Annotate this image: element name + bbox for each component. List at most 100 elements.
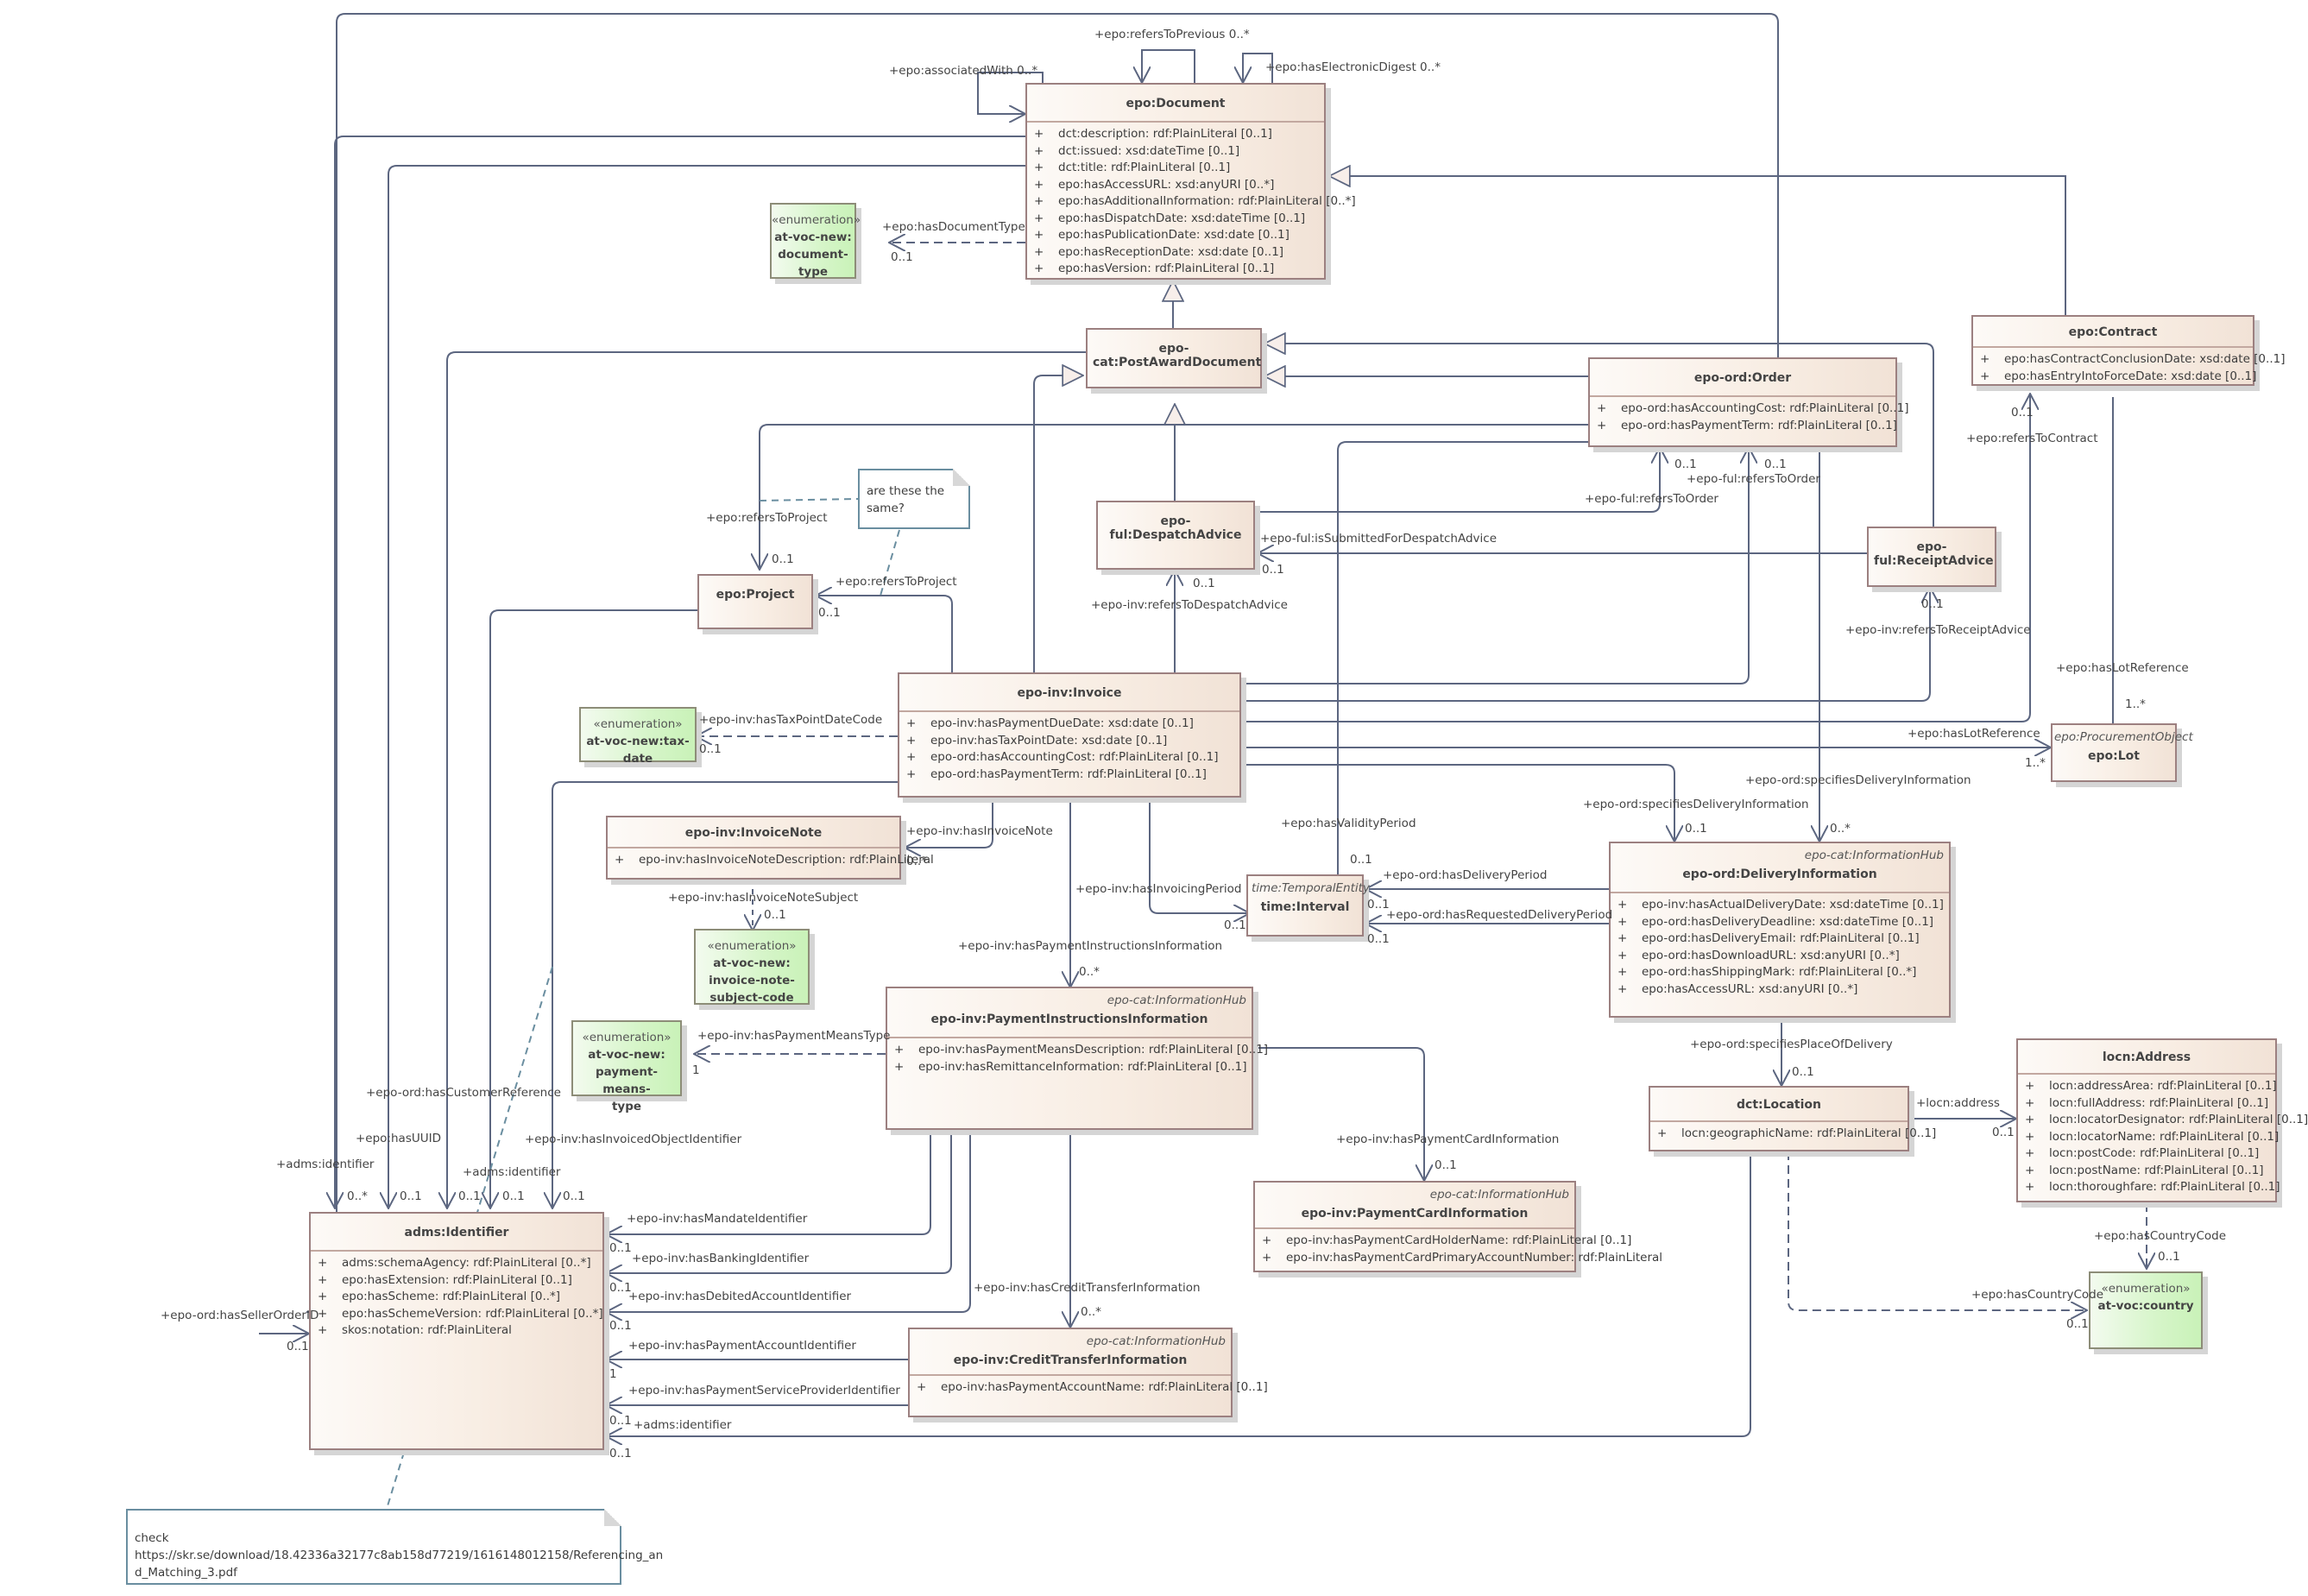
class-locn-address[interactable]: locn:Address +locn:addressArea: rdf:Plai… [2016, 1038, 2308, 1203]
class-title: epo-inv:PaymentInstructionsInformation [930, 1012, 1208, 1026]
class-title: epo:Lot [2088, 749, 2140, 763]
attribute: +epo-inv:hasPaymentDueDate: xsd:date [0.… [906, 716, 1194, 730]
mult-label: 0..1 [1193, 577, 1215, 590]
attribute: +dct:title: rdf:PlainLiteral [0..1] [1034, 161, 1231, 174]
class-credit-transfer[interactable]: epo-cat:InformationHub epo-inv:CreditTra… [908, 1328, 1268, 1417]
class-despatch-advice[interactable]: epo-ful:DespatchAdvice [1096, 501, 1255, 570]
attribute: +locn:thoroughfare: rdf:PlainLiteral [0.… [2025, 1180, 2280, 1194]
class-stereotype: epo:ProcurementObject [2054, 730, 2193, 744]
enum-name: at-voc-new: [713, 956, 791, 970]
label-banking-identifier: +epo-inv:hasBankingIdentifier [632, 1252, 810, 1265]
note-text: https://skr.se/download/18.42336a32177c8… [135, 1549, 664, 1562]
attribute-list: +epo-inv:hasPaymentDueDate: xsd:date [0.… [899, 710, 1239, 790]
enum-tax-date[interactable]: «enumeration» at-voc-new:tax-date [579, 707, 697, 766]
note-text: are these the [867, 484, 945, 498]
connector-invoice-receipt [1241, 587, 1930, 702]
note-check-link[interactable]: check https://skr.se/download/18.42336a3… [126, 1509, 664, 1585]
attribute: +epo-inv:hasInvoiceNoteDescription: rdf:… [615, 853, 934, 867]
enum-stereotype: «enumeration» [582, 1031, 672, 1044]
label-refers-to-receipt: +epo-inv:refersToReceiptAdvice [1845, 623, 2031, 637]
attribute: +epo-ord:hasAccountingCost: rdf:PlainLit… [906, 750, 1219, 764]
label-invoicing-period: +epo-inv:hasInvoicingPeriod [1075, 882, 1242, 896]
class-payment-card[interactable]: epo-cat:InformationHub epo-inv:PaymentCa… [1253, 1181, 1662, 1272]
label-refers-to-project: +epo:refersToProject [836, 575, 957, 589]
class-title: adms:Identifier [404, 1226, 509, 1240]
attribute: +epo-ord:hasShippingMark: rdf:PlainLiter… [1617, 965, 1917, 979]
connector-order-project [760, 424, 1588, 570]
attribute: +epo-ord:hasDeliveryDeadline: xsd:dateTi… [1617, 914, 1934, 929]
mult-label: 0..1 [1350, 853, 1372, 867]
attribute: +adms:schemaAgency: rdf:PlainLiteral [0.… [318, 1256, 591, 1270]
mult-label: 0..* [1079, 965, 1100, 979]
mult-label: 0..1 [818, 606, 841, 620]
enum-name: at-voc:country [2097, 1299, 2194, 1313]
connector-order-validity [1338, 441, 1588, 913]
label-debited-account-identifier: +epo-inv:hasDebitedAccountIdentifier [628, 1290, 852, 1303]
class-time-interval[interactable]: time:TemporalEntity time:Interval [1246, 874, 1370, 937]
label-adms-identifier: +adms:identifier [634, 1418, 732, 1432]
connector-doc-uuid [388, 165, 1025, 1208]
attribute: +epo-inv:hasPaymentMeansDescription: rdf… [894, 1043, 1269, 1057]
class-title: epo-inv:InvoiceNote [684, 826, 823, 840]
attribute: +skos:notation: rdf:PlainLiteral [318, 1323, 512, 1337]
class-postaward-document[interactable]: epo-cat:PostAwardDocument [1086, 328, 1262, 388]
class-delivery-information[interactable]: epo-cat:InformationHub epo-ord:DeliveryI… [1609, 842, 1951, 1018]
connector-debited-identifier [606, 1129, 971, 1312]
enum-name: subject-code [709, 991, 794, 1005]
mult-label: 0..1 [1921, 597, 1944, 611]
attribute: +epo-inv:hasRemittanceInformation: rdf:P… [894, 1059, 1247, 1074]
attribute: +epo:hasAdditionalInformation: rdf:Plain… [1034, 194, 1356, 208]
attribute: +epo-inv:hasPaymentAccountName: rdf:Plai… [917, 1380, 1268, 1394]
attribute: +locn:postCode: rdf:PlainLiteral [0..1] [2025, 1146, 2260, 1160]
label-adms-identifier: +adms:identifier [276, 1158, 375, 1171]
class-epo-lot[interactable]: epo:ProcurementObject epo:Lot [2051, 723, 2193, 782]
enum-payment-means-type[interactable]: «enumeration» at-voc-new: payment-means-… [571, 1020, 682, 1113]
enum-invoice-note-subject[interactable]: «enumeration» at-voc-new: invoice-note- … [694, 929, 810, 1005]
attribute: +epo-inv:hasPaymentCardHolderName: rdf:P… [1262, 1233, 1632, 1247]
mult-label: 1 [609, 1367, 617, 1381]
note-text: d_Matching_3.pdf [135, 1566, 237, 1580]
class-dct-location[interactable]: dct:Location +locn:geographicName: rdf:P… [1649, 1086, 1936, 1151]
attribute: +epo:hasDispatchDate: xsd:dateTime [0..1… [1034, 211, 1306, 225]
class-epo-contract[interactable]: epo:Contract +epo:hasContractConclusionD… [1971, 315, 2286, 386]
mult-label: 0..1 [609, 1281, 632, 1295]
class-epo-ord-order[interactable]: epo-ord:Order +epo-ord:hasAccountingCost… [1588, 357, 1909, 447]
class-adms-identifier[interactable]: adms:Identifier +adms:schemaAgency: rdf:… [309, 1212, 604, 1450]
attribute-list: +epo-ord:hasAccountingCost: rdf:PlainLit… [1590, 395, 1909, 441]
attribute: +epo:hasContractConclusionDate: xsd:date… [1980, 352, 2286, 366]
class-receipt-advice[interactable]: epo-ful:ReceiptAdvice [1867, 527, 1996, 587]
class-invoice-note[interactable]: epo-inv:InvoiceNote +epo-inv:hasInvoiceN… [606, 816, 934, 880]
enum-name: invoice-note- [709, 974, 795, 987]
class-epo-project[interactable]: epo:Project [697, 574, 813, 629]
class-epo-inv-invoice[interactable]: epo-inv:Invoice +epo-inv:hasPaymentDueDa… [898, 672, 1241, 798]
connector-postaward-customerref [447, 351, 1086, 1208]
label-refers-to-previous: +epo:refersToPrevious 0..* [1094, 28, 1250, 41]
mult-label: 0..1 [764, 908, 786, 922]
mult-label: 0..* [1081, 1305, 1101, 1319]
attribute: +epo-ord:hasDownloadURL: xsd:anyURI [0..… [1617, 948, 1900, 962]
mult-label: 0..1 [1992, 1126, 2015, 1139]
label-seller-order-id: +epo-ord:hasSellerOrderID [161, 1309, 319, 1322]
connector-frame-top [336, 13, 1779, 1312]
mult-label: 0..1 [1224, 918, 1246, 932]
enum-stereotype: «enumeration» [2101, 1282, 2191, 1296]
note-fold-icon [604, 1509, 621, 1526]
mult-label: 0..1 [772, 552, 794, 566]
class-title: epo:Project [716, 588, 795, 602]
connector-mandate-identifier [606, 1129, 931, 1234]
attribute: +locn:addressArea: rdf:PlainLiteral [0..… [2025, 1079, 2277, 1093]
connector-note-same-a [759, 498, 859, 502]
attribute-list: +locn:addressArea: rdf:PlainLiteral [0..… [2018, 1073, 2308, 1203]
enum-document-type[interactable]: «enumeration» at-voc-new: document-type [770, 203, 861, 279]
connector-invoice-note [905, 798, 993, 848]
class-stereotype: epo-cat:InformationHub [1804, 848, 1944, 862]
note-are-these-the-same[interactable]: are these the same? [858, 469, 970, 529]
mult-label: 0..1 [1262, 563, 1284, 577]
enum-name: payment-means- [595, 1065, 659, 1096]
class-title: epo-ord:DeliveryInformation [1682, 867, 1877, 881]
label-delivery-period: +epo-ord:hasDeliveryPeriod [1383, 868, 1548, 882]
enum-country[interactable]: «enumeration» at-voc:country [2089, 1271, 2203, 1349]
class-epo-document[interactable]: epo:Document +dct:description: rdf:Plain… [1025, 83, 1356, 280]
class-title: epo-cat:PostAwardDocument [1093, 342, 1262, 369]
class-payment-instructions[interactable]: epo-cat:InformationHub epo-inv:PaymentIn… [886, 987, 1269, 1130]
